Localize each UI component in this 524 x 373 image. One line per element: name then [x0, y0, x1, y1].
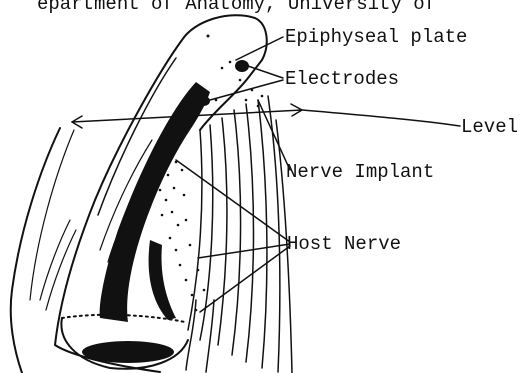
- body-contour-inner: [30, 130, 74, 300]
- label-electrodes: Electrodes: [285, 68, 399, 90]
- marrow-lower: [149, 240, 176, 320]
- muscle-strands: [186, 96, 292, 373]
- marker-dot: [207, 35, 210, 38]
- header-text: epartment of Anatomy, University of: [37, 0, 436, 15]
- electrode-top: [235, 60, 249, 72]
- level-leader: [302, 110, 460, 126]
- leader-lines: [176, 37, 290, 312]
- electrode-lower: [198, 96, 210, 106]
- label-epiphyseal-plate: Epiphyseal plate: [285, 26, 467, 48]
- body-contour: [11, 128, 60, 373]
- label-nerve-implant: Nerve Implant: [286, 161, 434, 183]
- bone-outline: [55, 15, 267, 372]
- label-level: Level: [461, 116, 518, 138]
- label-host-nerve: Host Nerve: [287, 233, 401, 255]
- lower-oval: [82, 341, 174, 363]
